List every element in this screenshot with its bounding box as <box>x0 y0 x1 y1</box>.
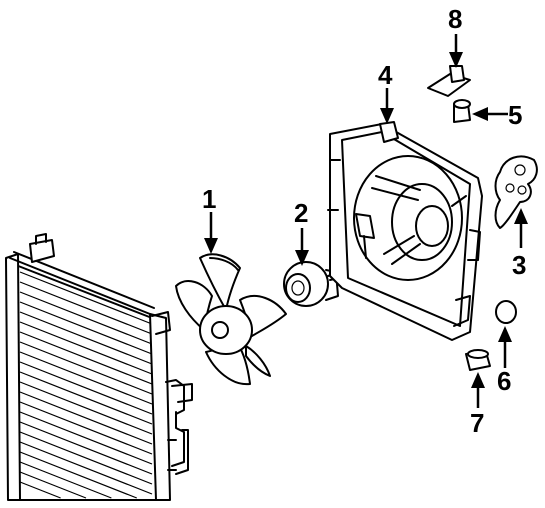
condenser-fin <box>19 461 112 499</box>
fan-blade <box>175 253 287 386</box>
callout-8: 8 <box>448 4 462 34</box>
condenser-fin <box>19 291 153 345</box>
condenser-fin <box>19 481 61 499</box>
condenser-fin <box>19 411 153 465</box>
condenser-fin <box>19 391 153 445</box>
condenser-fin <box>19 281 153 335</box>
condenser-fin <box>19 301 153 355</box>
mounting-bracket <box>494 155 538 229</box>
fan-motor <box>283 259 365 307</box>
condenser-fin <box>19 371 153 425</box>
callout-6: 6 <box>497 366 511 396</box>
condenser-fin <box>19 271 153 325</box>
condenser-fin <box>19 421 153 475</box>
callout-2: 2 <box>294 198 308 228</box>
leader-lines <box>204 34 528 408</box>
condenser <box>5 233 193 501</box>
condenser-fin <box>19 471 87 499</box>
condenser-fin <box>19 351 153 405</box>
condenser-fin <box>19 381 153 435</box>
nut-7 <box>465 349 491 371</box>
retaining-clip <box>427 65 471 97</box>
condenser-fin <box>19 401 153 455</box>
condenser-fin <box>19 331 153 385</box>
callout-labels: 1 2 3 4 5 6 7 8 <box>202 4 526 438</box>
condenser-fin <box>19 361 153 415</box>
callout-1: 1 <box>202 184 216 214</box>
callout-7: 7 <box>470 408 484 438</box>
condenser-fin <box>19 431 153 485</box>
condenser-fin <box>19 451 137 499</box>
condenser-fin <box>19 321 153 375</box>
callout-5: 5 <box>508 100 522 130</box>
condenser-fin <box>19 341 153 395</box>
grommet-5 <box>453 99 471 123</box>
condenser-fin <box>19 311 153 365</box>
callout-3: 3 <box>512 250 526 280</box>
callout-4: 4 <box>378 60 393 90</box>
bushing-6 <box>495 300 517 324</box>
fan-shroud <box>327 121 483 341</box>
condenser-fin <box>19 441 153 495</box>
